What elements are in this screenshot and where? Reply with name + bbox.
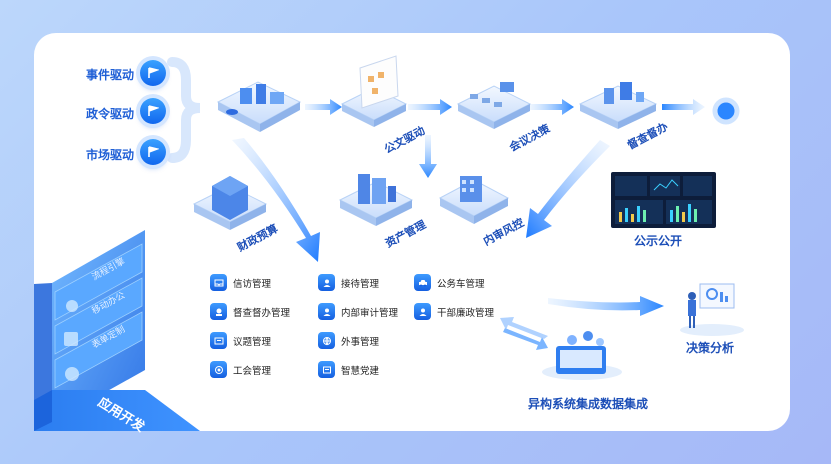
platform-document: [340, 55, 408, 127]
supervise-icon: [210, 303, 227, 320]
reception-icon: [318, 274, 335, 291]
mgmt-item[interactable]: 干部廉政管理: [414, 303, 494, 320]
flow-arrow-2: [408, 99, 452, 115]
sync-arrow-1: [503, 328, 548, 350]
down-arrow: [419, 135, 437, 178]
public-label: 公示公开: [634, 234, 683, 248]
decision-arrow: [548, 296, 664, 316]
car-icon: [414, 274, 431, 291]
platform-assets: [338, 174, 414, 226]
mgmt-item[interactable]: 公务车管理: [414, 274, 485, 291]
driver-event: 事件驱动: [86, 68, 135, 82]
platform-finance: [192, 176, 268, 230]
mgmt-item[interactable]: 督查督办管理: [210, 303, 290, 320]
audit-icon: [318, 303, 335, 320]
globe-icon: [318, 332, 335, 349]
flag-icon[interactable]: [140, 60, 166, 86]
driver-market: 市场驱动: [86, 148, 135, 162]
mgmt-item[interactable]: 智慧党建: [318, 361, 379, 378]
flow-arrow-1: [305, 99, 342, 115]
driver-bracket: [167, 57, 201, 163]
mgmt-item[interactable]: 内部审计管理: [318, 303, 398, 320]
curve-arrow-right: [526, 140, 610, 238]
integration-illustration: [542, 331, 622, 380]
cadre-icon: [414, 303, 431, 320]
side-tab-1: [54, 243, 143, 321]
integration-label: 异构系统集成数据集成: [528, 397, 649, 411]
mgmt-item[interactable]: 工会管理: [210, 361, 271, 378]
mgmt-item[interactable]: 接待管理: [318, 274, 379, 291]
platform-supervise: [578, 82, 658, 129]
flow-arrow-4: [662, 99, 705, 115]
public-dashboard: [611, 172, 716, 228]
inbox-icon: [210, 274, 227, 291]
driver-policy: 政令驱动: [86, 107, 135, 121]
topic-icon: [210, 332, 227, 349]
mgmt-item[interactable]: 议题管理: [210, 332, 271, 349]
side-base: [34, 390, 200, 431]
union-icon: [210, 361, 227, 378]
flow-arrow-3: [530, 99, 574, 115]
sync-arrow-2: [500, 317, 548, 339]
curve-arrow-left: [232, 138, 320, 262]
mgmt-item[interactable]: 外事管理: [318, 332, 379, 349]
mgmt-item[interactable]: 信访管理: [210, 274, 271, 291]
flag-icon[interactable]: [140, 139, 166, 165]
platform-hub: [216, 81, 302, 132]
right-endpoint: [712, 97, 740, 125]
decision-label: 决策分析: [686, 341, 735, 355]
platform-risk: [438, 176, 510, 224]
flag-icon[interactable]: [140, 98, 166, 124]
platform-meeting: [456, 82, 532, 129]
party-icon: [318, 361, 335, 378]
side-edge: [34, 283, 52, 431]
decision-illustration: [680, 283, 744, 336]
